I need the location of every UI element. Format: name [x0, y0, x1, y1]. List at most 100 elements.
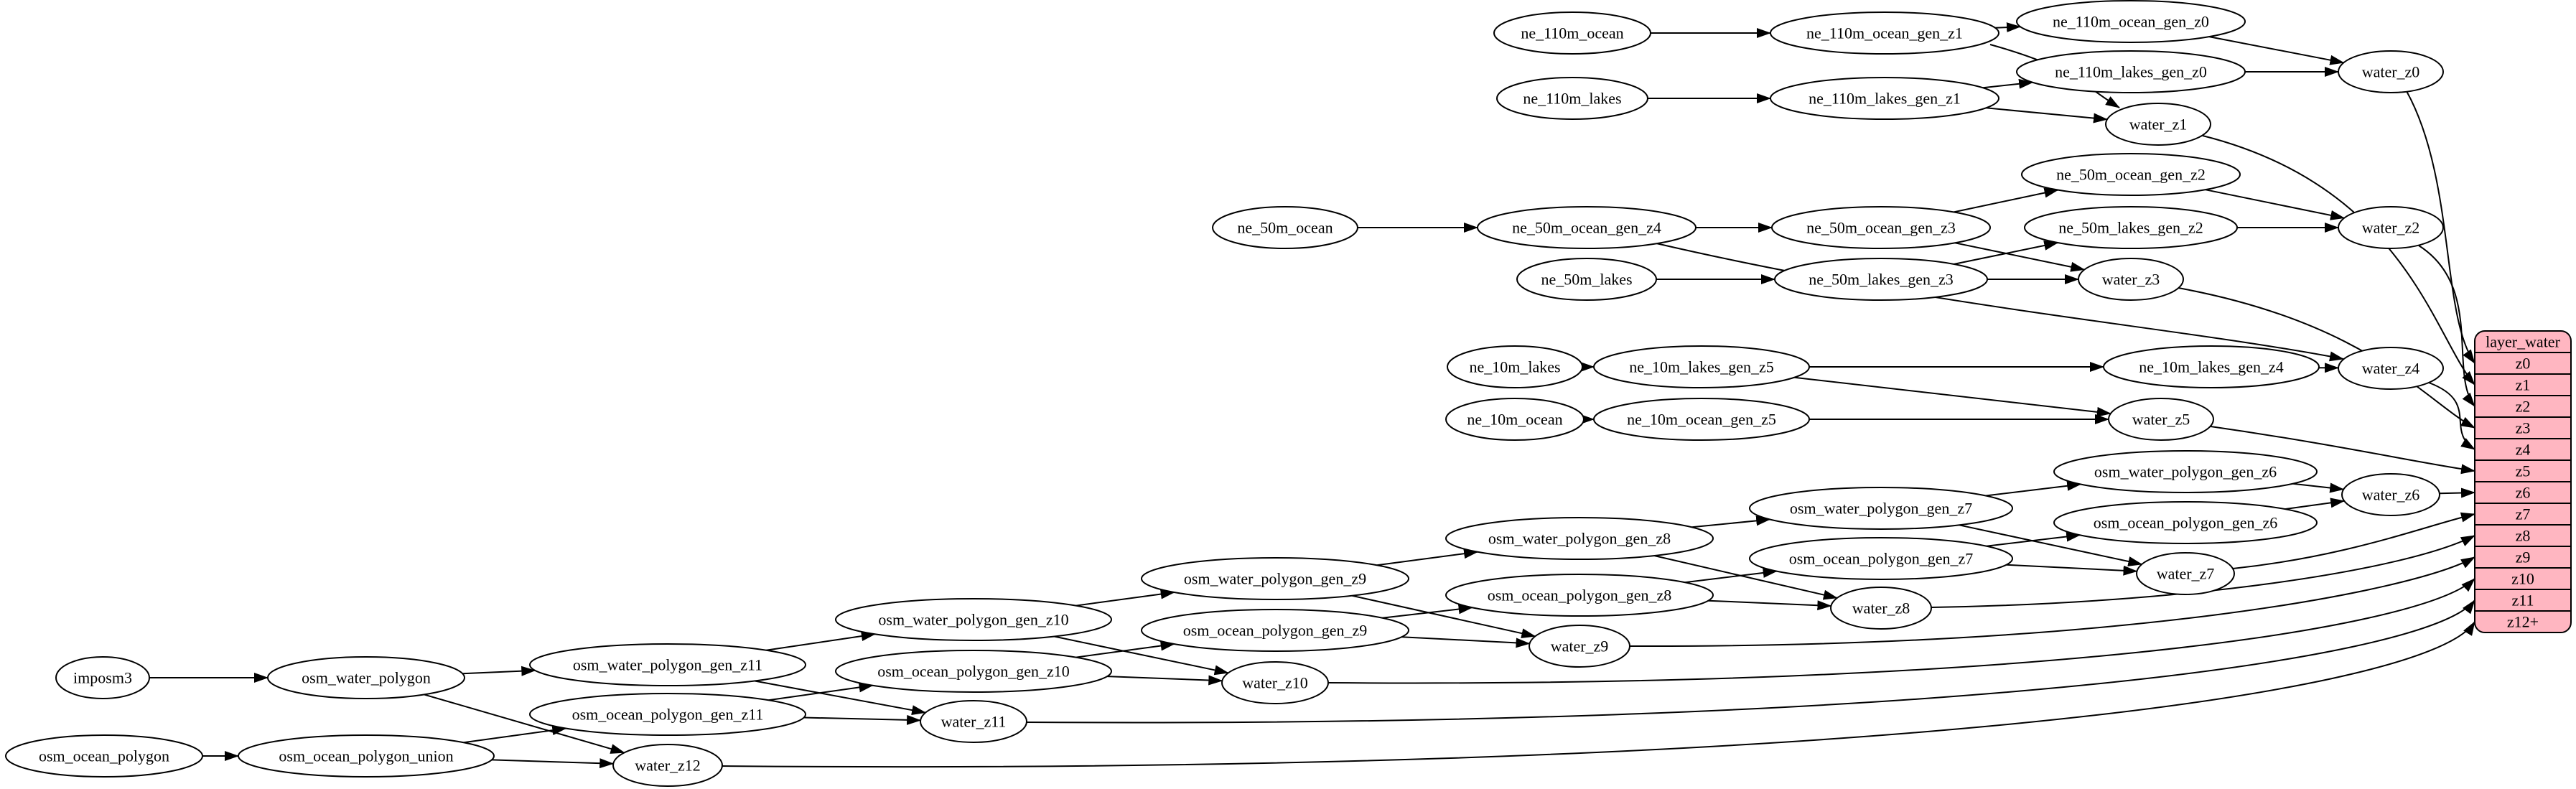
edge-osm_water_polygon_gen_z9-to-osm_water_polygon_gen_z8	[1376, 548, 1479, 566]
edge-ne_50m_ocean_gen_z2-to-water_z2	[2205, 189, 2346, 220]
ne_10m_ocean-label: ne_10m_ocean	[1467, 411, 1562, 429]
imposm3-ellipse	[55, 656, 150, 699]
node-ne_50m_lakes_gen_z2: ne_50m_lakes_gen_z2	[2024, 206, 2238, 249]
osm_ocean_polygon_union-label: osm_ocean_polygon_union	[279, 747, 453, 765]
ne_110m_lakes_gen_z1-ellipse	[1770, 77, 1999, 120]
osm_water_polygon_gen_z7-label: osm_water_polygon_gen_z7	[1790, 500, 1972, 518]
ne_50m_lakes_gen_z2-label: ne_50m_lakes_gen_z2	[2058, 219, 2203, 237]
node-water_z11: water_z11	[920, 700, 1027, 743]
layer-water-row-z3: z3	[2516, 419, 2531, 437]
water_z12-ellipse	[612, 744, 723, 787]
osm_ocean_polygon_gen_z6-label: osm_ocean_polygon_gen_z6	[2094, 514, 2278, 532]
edge-osm_water_polygon_gen_z9-to-water_z9	[1351, 594, 1536, 639]
osm_ocean_polygon_gen_z8-label: osm_ocean_polygon_gen_z8	[1488, 587, 1672, 604]
edge-osm_ocean_polygon_gen_z7-to-osm_ocean_polygon_gen_z6	[1986, 531, 2081, 547]
edge-osm_ocean_polygon_gen_z8-to-water_z8	[1708, 599, 1832, 611]
node-ne_110m_lakes: ne_110m_lakes	[1496, 77, 1648, 120]
imposm3-label: imposm3	[73, 669, 132, 687]
node-osm_water_polygon: osm_water_polygon	[267, 656, 465, 699]
edge-water_z4-to-z4	[2428, 382, 2475, 450]
osm_ocean_polygon_gen_z10-ellipse	[835, 650, 1112, 693]
node-ne_10m_ocean_gen_z5: ne_10m_ocean_gen_z5	[1593, 398, 1810, 441]
water_z1-ellipse	[2105, 103, 2211, 146]
node-ne_50m_ocean_gen_z2: ne_50m_ocean_gen_z2	[2021, 153, 2241, 196]
osm_water_polygon_gen_z9-label: osm_water_polygon_gen_z9	[1184, 570, 1366, 588]
layer-water-row-z5: z5	[2516, 462, 2531, 480]
node-ne_50m_ocean_gen_z4: ne_50m_ocean_gen_z4	[1477, 206, 1697, 249]
edge-ne_110m_lakes_gen_z1-to-water_z1	[1986, 107, 2108, 123]
ne_50m_lakes_gen_z3-label: ne_50m_lakes_gen_z3	[1809, 271, 1954, 289]
node-ne_110m_lakes_gen_z1: ne_110m_lakes_gen_z1	[1770, 77, 1999, 120]
ne_50m_ocean_gen_z4-ellipse	[1477, 206, 1697, 249]
ne_50m_ocean-label: ne_50m_ocean	[1237, 219, 1333, 237]
ne_110m_ocean-label: ne_110m_ocean	[1521, 24, 1623, 42]
ne_110m_lakes_gen_z1-label: ne_110m_lakes_gen_z1	[1809, 90, 1961, 108]
ne_50m_ocean_gen_z3-ellipse	[1771, 206, 1991, 249]
edge-osm_ocean_polygon_gen_z7-to-water_z7	[2006, 564, 2138, 576]
water_z9-label: water_z9	[1551, 638, 1609, 655]
layer-water-row-z0: z0	[2516, 355, 2531, 373]
water_z10-label: water_z10	[1242, 674, 1308, 692]
edge-ne_10m_lakes_gen_z5-to-water_z5	[1794, 376, 2111, 417]
osm_ocean_polygon_gen_z9-label: osm_ocean_polygon_gen_z9	[1183, 622, 1368, 640]
osm_ocean_polygon_gen_z11-ellipse	[529, 693, 806, 736]
osm_ocean_polygon_gen_z6-ellipse	[2053, 501, 2318, 544]
ne_110m_lakes-label: ne_110m_lakes	[1523, 90, 1621, 108]
ne_10m_ocean-ellipse	[1445, 398, 1585, 441]
edge-ne_110m_ocean_gen_z1-to-ne_110m_ocean_gen_z0	[1994, 22, 2021, 33]
node-ne_10m_lakes: ne_10m_lakes	[1447, 345, 1583, 388]
osm_water_polygon_gen_z6-label: osm_water_polygon_gen_z6	[2094, 463, 2277, 481]
node-ne_110m_ocean: ne_110m_ocean	[1493, 11, 1651, 55]
edge-water_z9-to-z9	[1629, 556, 2475, 648]
edge-osm_ocean_polygon_gen_z10-to-osm_ocean_polygon_gen_z9	[1075, 640, 1175, 658]
node-water_z3: water_z3	[2078, 258, 2184, 301]
edge-osm_water_polygon_gen_z11-to-water_z11	[755, 680, 927, 716]
edge-water_z1-to-z1	[2202, 135, 2475, 386]
osm_ocean_polygon-ellipse	[5, 734, 203, 778]
edge-osm_ocean_polygon_union-to-water_z12	[491, 758, 615, 769]
osm_ocean_polygon_union-ellipse	[238, 734, 495, 778]
osm_water_polygon_gen_z11-label: osm_water_polygon_gen_z11	[573, 656, 762, 674]
layer-water-row-z6: z6	[2516, 484, 2531, 502]
ne_50m_ocean_gen_z2-ellipse	[2021, 153, 2241, 196]
edge-water_z0-to-z0	[2406, 90, 2475, 364]
edge-water_z5-to-z5	[2210, 426, 2475, 475]
edge-water_z12-to-z12+	[722, 621, 2475, 768]
ne_50m_ocean-ellipse	[1212, 206, 1358, 249]
water_z0-ellipse	[2338, 50, 2444, 93]
water_z4-ellipse	[2338, 347, 2444, 390]
ne_10m_lakes-ellipse	[1447, 345, 1583, 388]
osm_water_polygon-ellipse	[267, 656, 465, 699]
edge-osm_water_polygon-to-water_z12	[424, 694, 625, 754]
node-osm_water_polygon_gen_z7: osm_water_polygon_gen_z7	[1749, 487, 2013, 530]
node-osm_ocean_polygon_union: osm_ocean_polygon_union	[238, 734, 495, 778]
osm_ocean_polygon-label: osm_ocean_polygon	[39, 747, 169, 765]
water_z2-ellipse	[2338, 206, 2444, 249]
layer-water-row-z1: z1	[2516, 376, 2531, 394]
ne_10m_lakes_gen_z4-label: ne_10m_lakes_gen_z4	[2139, 358, 2284, 376]
node-ne_50m_ocean: ne_50m_ocean	[1212, 206, 1358, 249]
ne_50m_lakes-label: ne_50m_lakes	[1541, 271, 1632, 289]
water_z6-ellipse	[2341, 473, 2440, 516]
ne_10m_ocean_gen_z5-ellipse	[1593, 398, 1810, 441]
edge-osm_ocean_polygon_union-to-osm_ocean_polygon_gen_z11	[463, 725, 567, 744]
ne_110m_lakes_gen_z0-label: ne_110m_lakes_gen_z0	[2055, 63, 2207, 81]
node-ne_50m_ocean_gen_z3: ne_50m_ocean_gen_z3	[1771, 206, 1991, 249]
water_z3-ellipse	[2078, 258, 2184, 301]
edge-osm_water_polygon-to-osm_water_polygon_gen_z11	[462, 666, 536, 676]
node-osm_water_polygon_gen_z9: osm_water_polygon_gen_z9	[1141, 557, 1409, 600]
node-water_z9: water_z9	[1529, 625, 1630, 668]
node-water_z2: water_z2	[2338, 206, 2444, 249]
edge-water_z10-to-z10	[1327, 578, 2475, 684]
water_z10-ellipse	[1221, 661, 1329, 704]
water_z8-label: water_z8	[1852, 599, 1910, 617]
node-water_z6: water_z6	[2341, 473, 2440, 516]
edge-water_z11-to-z11	[1026, 599, 2475, 724]
node-water_z5: water_z5	[2108, 398, 2214, 441]
ne_110m_lakes_gen_z0-ellipse	[2016, 50, 2246, 93]
node-osm_water_polygon_gen_z6: osm_water_polygon_gen_z6	[2053, 450, 2318, 493]
edge-ne_110m_ocean_gen_z0-to-water_z0	[2208, 36, 2345, 65]
ne_50m_lakes_gen_z2-ellipse	[2024, 206, 2238, 249]
node-water_z4: water_z4	[2338, 347, 2444, 390]
